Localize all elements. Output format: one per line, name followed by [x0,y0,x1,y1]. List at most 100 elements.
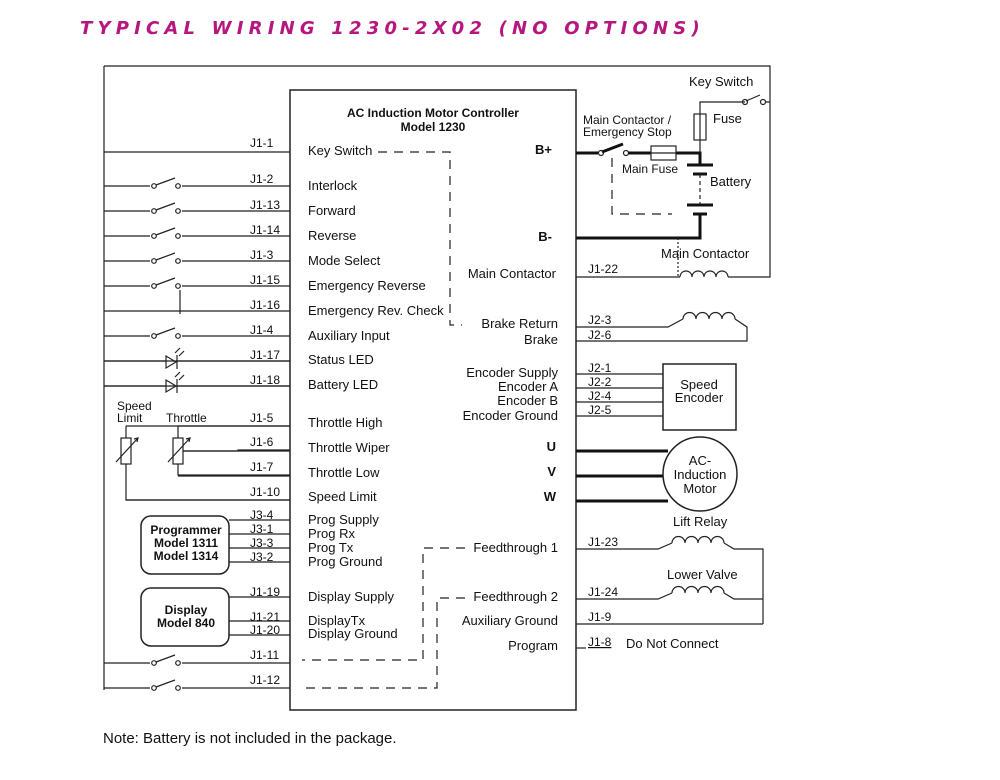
pin-j1-10: J1-10 [250,485,280,499]
switch-gap [150,326,182,340]
pin-j1-1: J1-1 [250,136,274,150]
main-contactor-coil-icon [679,270,729,278]
switch-contact-icon [151,283,157,289]
switch-gap [150,251,182,265]
battery-icon [576,163,713,240]
programmer-line1: Programmer [150,523,222,537]
do-not-connect-label: Do Not Connect [626,636,719,651]
motor-line2: Induction [674,467,727,482]
pin-j1-3: J1-3 [250,248,274,262]
ac-motor-circle [662,436,738,512]
programmer-line3: Model 1314 [154,549,219,563]
input-label-j1-13: Forward [308,203,356,218]
switch-arm-icon [155,227,176,236]
key-switch-label: Key Switch [689,74,753,89]
pin-j1-7: J1-7 [250,460,274,474]
switch-arm-icon [155,277,176,286]
pin-j1-14: J1-14 [250,223,280,237]
input-label-j1-20: Display Ground [308,626,398,641]
pin-j1-4: J1-4 [250,323,274,337]
speed-limit-label-1: Speed [117,399,152,413]
diagram-title: TYPICAL WIRING 1230-2X02 (NO OPTIONS) [80,18,705,39]
speed-encoder-box [662,363,737,431]
pin-j3-1: J3-1 [250,522,274,536]
input-label-j1-2: Interlock [308,178,358,193]
switch-gap [150,653,182,667]
lower-valve-label: Lower Valve [667,567,738,582]
pin-j3-4: J3-4 [250,508,274,522]
switch-contact-icon [175,183,181,189]
brake-coil-icon [682,311,736,320]
w-label: W [544,489,557,504]
main-contactor-label: Main Contactor [468,266,557,281]
input-label-j1-17: Status LED [308,352,374,367]
switch-arm-icon [155,252,176,261]
switch-contact-icon [151,233,157,239]
pin-j1-9: J1-9 [588,610,612,624]
controller-title-line2: Model 1230 [401,120,466,134]
status-led-icon [165,347,185,370]
pin-j2-2: J2-2 [588,375,612,389]
main-fuse-label: Main Fuse [622,162,678,176]
pin-j1-16: J1-16 [250,298,280,312]
pin-j1-15: J1-15 [250,273,280,287]
input-label-j1-10: Speed Limit [308,489,377,504]
switch-contact-icon [175,233,181,239]
switch-arm-icon [155,202,176,211]
encoder-b-label: Encoder B [497,393,558,408]
encoder-ground-label: Encoder Ground [463,408,558,423]
v-label: V [547,464,556,479]
pin-j1-11: J1-11 [250,648,279,662]
input-label-j3-3: Prog Tx [308,540,354,555]
display-line1: Display [165,603,208,617]
feedthrough1-label: Feedthrough 1 [473,540,558,555]
controller-title-line1: AC Induction Motor Controller [347,106,519,120]
u-label: U [547,439,556,454]
pin-j1-24: J1-24 [588,585,618,599]
pin-j2-4: J2-4 [588,389,612,403]
switch-arm-icon [155,327,176,336]
switch-group [150,176,182,692]
pin-j2-6: J2-6 [588,328,612,342]
pin-j1-13: J1-13 [250,198,280,212]
throttle-label: Throttle [166,411,207,425]
key-switch-node [759,98,767,106]
input-label-j1-3: Mode Select [308,253,381,268]
switch-contact-icon [151,685,157,691]
input-label-j1-15: Emergency Reverse [308,278,426,293]
input-label-j1-7: Throttle Low [308,465,380,480]
switch-contact-icon [151,183,157,189]
pin-j1-22: J1-22 [588,262,618,276]
input-label-j1-5: Throttle High [308,415,382,430]
display-line2: Model 840 [157,616,215,630]
input-label-j3-2: Prog Ground [308,554,382,569]
motor-line1: AC- [689,453,711,468]
switch-gap [150,678,182,692]
battery-note: Note: Battery is not included in the pac… [103,730,397,747]
encoder-a-label: Encoder A [498,379,558,394]
programmer-line2: Model 1311 [154,536,218,550]
switch-contact-icon [175,283,181,289]
display-box [140,587,230,647]
brake-label: Brake [524,332,558,347]
battery-led-icon [165,371,185,394]
pin-j1-20: J1-20 [250,623,280,637]
battery-label: Battery [710,174,752,189]
switch-contact-icon [175,660,181,666]
switch-contact-icon [175,333,181,339]
switch-arm-icon [155,177,176,186]
lift-relay-coil-icon [671,535,725,544]
pin-j2-1: J2-1 [588,361,612,375]
b-plus-label: B+ [535,142,552,157]
switch-gap [150,176,182,190]
pin-j3-3: J3-3 [250,536,274,550]
brake-return-label: Brake Return [481,316,558,331]
switch-gap [150,276,182,290]
switch-arm-icon [155,654,176,663]
encoder-supply-label: Encoder Supply [466,365,558,380]
controller-box [289,89,577,711]
pin-j1-8: J1-8 [588,635,612,649]
pin-j2-5: J2-5 [588,403,612,417]
